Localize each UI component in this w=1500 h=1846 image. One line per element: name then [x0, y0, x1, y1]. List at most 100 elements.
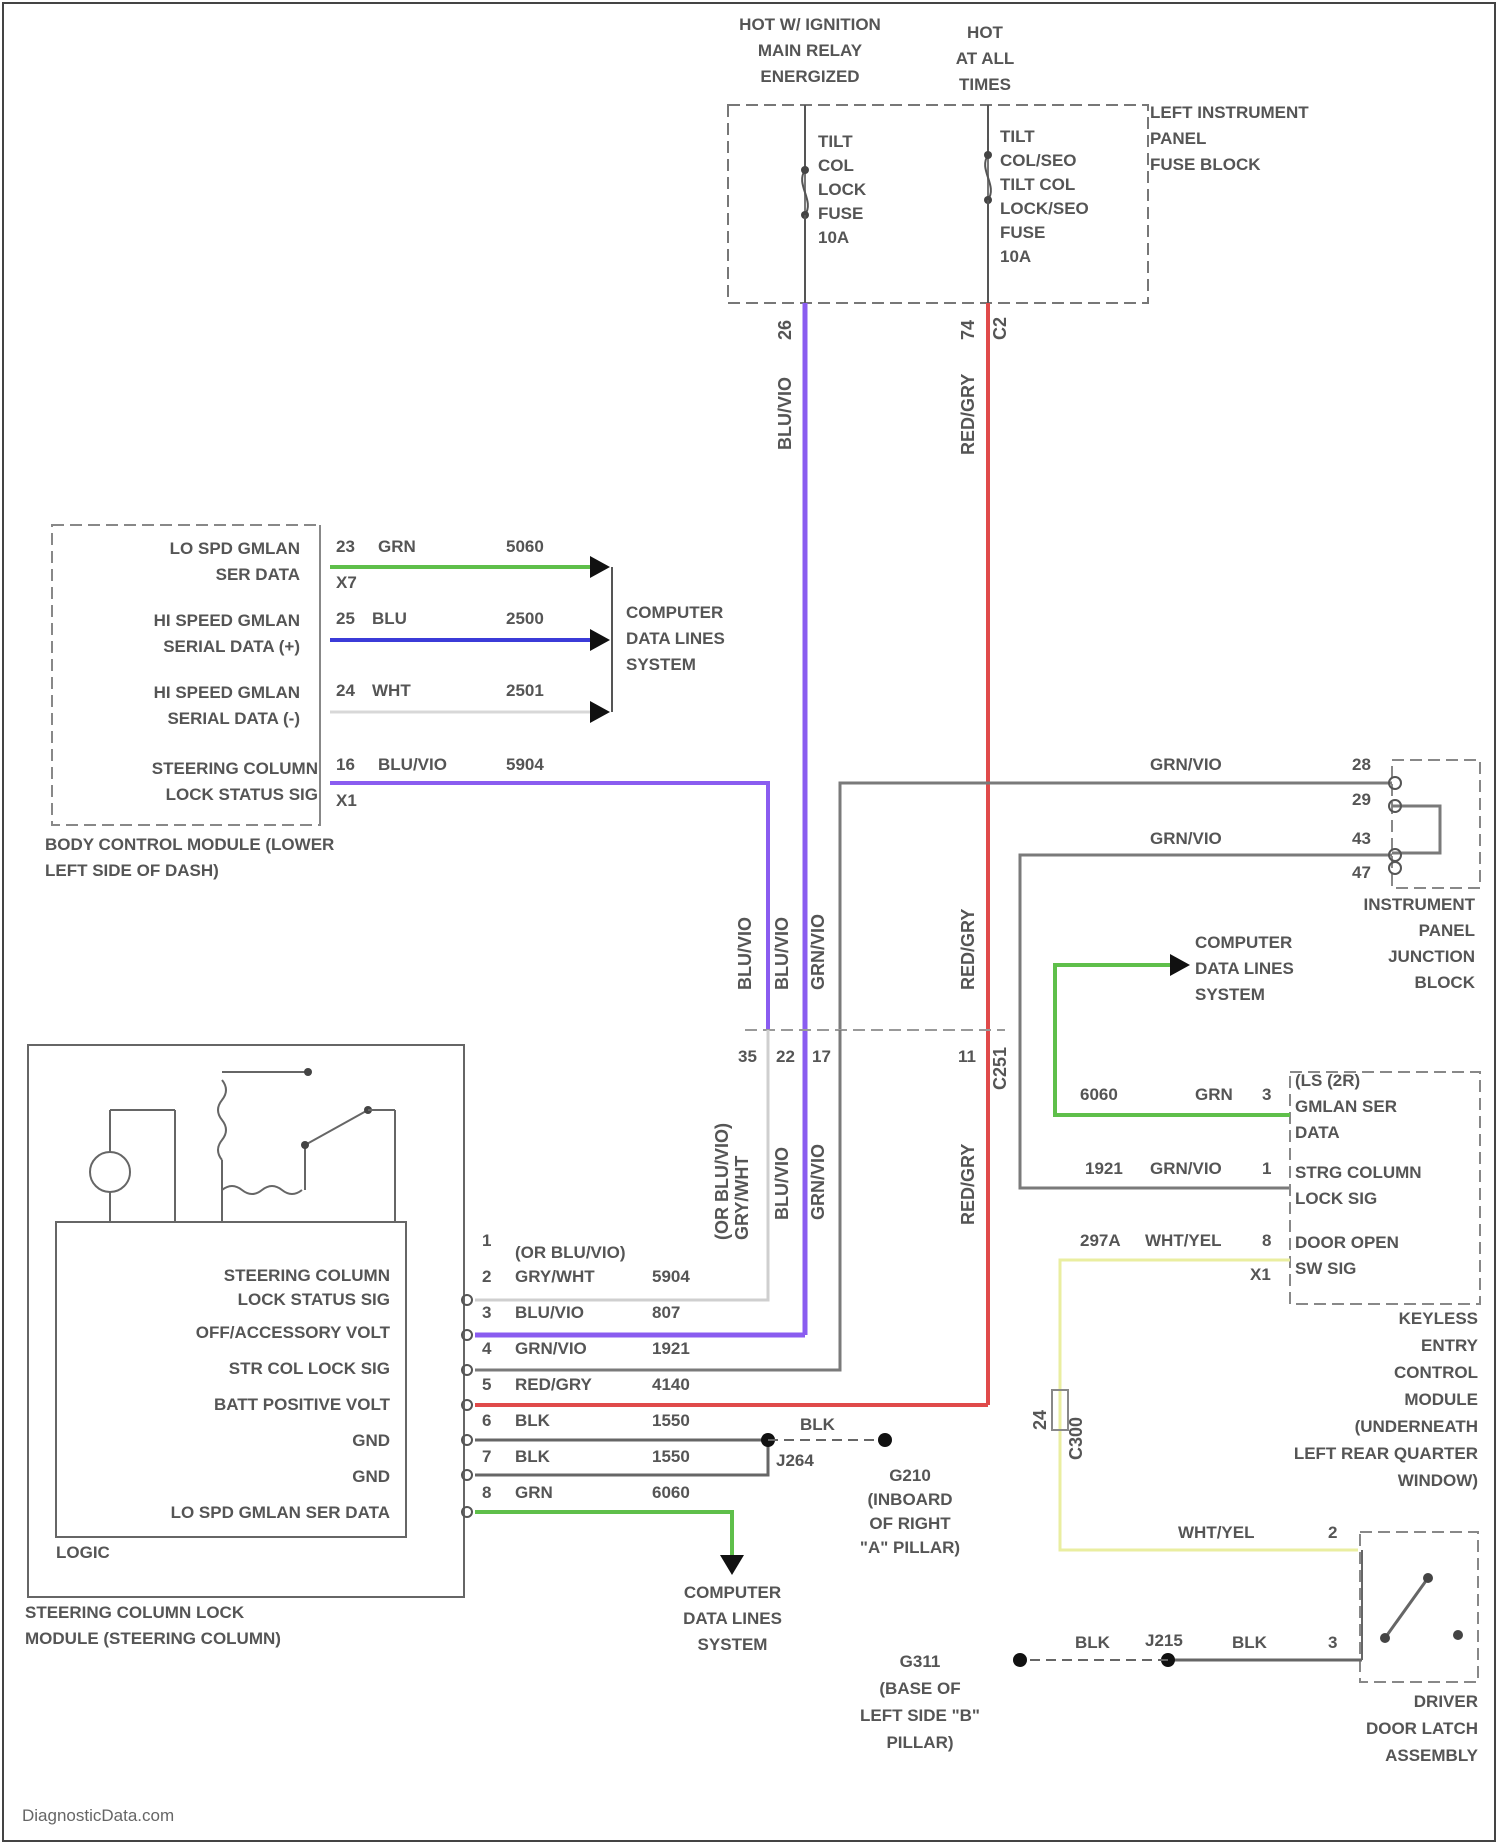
sclm-circuit-4: 4140 [652, 1372, 690, 1398]
door-ground-label: G311 (BASE OF LEFT SIDE "B" PILLAR) [835, 1648, 1005, 1756]
sclm-wire-color-5: RED/GRY [515, 1372, 592, 1398]
splice-pin-11: 11 [958, 1044, 976, 1070]
splice-wire2: BLU/VIO [772, 917, 793, 990]
sclm-wire-color-2: GRY/WHT [515, 1264, 595, 1290]
fuse-pin-74: 74 [958, 320, 979, 340]
sclm-splice-label: J264 [776, 1448, 814, 1474]
bcm-w1-circuit: 5060 [506, 534, 544, 560]
door-splice-label: J215 [1145, 1628, 1183, 1654]
sclm-sig-1: STEERING COLUMN LOCK STATUS SIG [100, 1264, 390, 1312]
splice-pin-22: 22 [776, 1044, 795, 1070]
bcm-dest-label: COMPUTER DATA LINES SYSTEM [626, 600, 725, 678]
fuse-2-label: TILT COL/SEO TILT COL LOCK/SEO FUSE 10A [1000, 125, 1089, 269]
door-pin-2: 2 [1328, 1520, 1337, 1546]
kecm-pin-3: 3 [1262, 1082, 1271, 1108]
sclm-wire-color-4: GRN/VIO [515, 1336, 587, 1362]
kecm-pin-8: 8 [1262, 1228, 1271, 1254]
door-pin-3: 3 [1328, 1630, 1337, 1656]
splice-lower3: GRN/VIO [808, 1144, 829, 1220]
kecm-sig2: STRG COLUMN LOCK SIG [1295, 1160, 1422, 1212]
sclm-dest-label: COMPUTER DATA LINES SYSTEM [650, 1580, 815, 1658]
kecm-name: KEYLESS ENTRY CONTROL MODULE (UNDERNEATH… [1220, 1305, 1478, 1494]
door-gnd-color1: BLK [1075, 1630, 1110, 1656]
bcm-sig4: STEERING COLUMN LOCK STATUS SIG [60, 756, 318, 808]
door-wire-label: WHT/YEL [1178, 1520, 1255, 1546]
fuse-pin-26: 26 [775, 320, 796, 340]
splice-wire1: BLU/VIO [735, 917, 756, 990]
bcm-w3-circuit: 2501 [506, 678, 544, 704]
bcm-w4-color: BLU/VIO [378, 752, 447, 778]
sclm-circuit-3: 1921 [652, 1336, 690, 1362]
sclm-pin-6: 6 [482, 1408, 491, 1434]
fuse-2-symbol [984, 105, 992, 303]
sclm-sig-6: GND [100, 1464, 390, 1490]
kecm-w1-color: GRN [1195, 1082, 1233, 1108]
sclm-pin-1: 1 [482, 1228, 491, 1254]
motor-icon [90, 1152, 130, 1192]
bcm-w4-circuit: 5904 [506, 752, 544, 778]
sclm-pin-7: 7 [482, 1444, 491, 1470]
sclm-wire-color-1: (OR BLU/VIO) [515, 1240, 626, 1266]
wire-label-redgry-top: RED/GRY [958, 374, 979, 455]
bcm-sig3: HI SPEED GMLAN SERIAL DATA (-) [60, 680, 300, 732]
sclm-circuit-1: 5904 [652, 1264, 690, 1290]
kecm-splice-conn: C300 [1066, 1417, 1087, 1460]
kecm-w2-circuit: 1921 [1085, 1156, 1123, 1182]
ipjb-pin-47: 47 [1352, 860, 1371, 886]
kecm-splice-pin: 24 [1030, 1410, 1051, 1430]
kecm-w3-color: WHT/YEL [1145, 1228, 1222, 1254]
bcm-w2-circuit: 2500 [506, 606, 544, 632]
splice-lower2: BLU/VIO [772, 1147, 793, 1220]
sclm-sig-4: BATT POSITIVE VOLT [100, 1392, 390, 1418]
sclm-sig-7: LO SPD GMLAN SER DATA [80, 1500, 390, 1526]
kecm-w3-circuit: 297A [1080, 1228, 1121, 1254]
bcm-pin-23: 23 [336, 534, 355, 560]
sclm-wire-color-6: BLK [515, 1408, 550, 1434]
sclm-wire-color-7: BLK [515, 1444, 550, 1470]
sclm-circuit-7: 6060 [652, 1480, 690, 1506]
sclm-pin-3: 3 [482, 1300, 491, 1326]
sclm-pin-2: 2 [482, 1264, 491, 1290]
sclm-circuit-6: 1550 [652, 1444, 690, 1470]
sclm-circuit-2: 807 [652, 1300, 680, 1326]
bcm-w1-color: GRN [378, 534, 416, 560]
sclm-ground-label: G210 (INBOARD OF RIGHT "A" PILLAR) [840, 1464, 980, 1560]
kecm-pin-1: 1 [1262, 1156, 1271, 1182]
ipjb-pin-29: 29 [1352, 787, 1371, 813]
sclm-wire-color-3: BLU/VIO [515, 1300, 584, 1326]
kecm-sig3: DOOR OPEN SW SIG [1295, 1230, 1399, 1282]
splice-pin-35: 35 [738, 1044, 757, 1070]
bcm-w2-color: BLU [372, 606, 407, 632]
sclm-circuit-5: 1550 [652, 1408, 690, 1434]
ipjb-name: INSTRUMENT PANEL JUNCTION BLOCK [1270, 892, 1475, 996]
sclm-gnd-wire-label: BLK [800, 1412, 835, 1438]
bcm-pin-x7: X7 [336, 570, 357, 596]
sclm-pin-5: 5 [482, 1372, 491, 1398]
ipjb-pin-28: 28 [1352, 752, 1371, 778]
sclm-sig-3: STR COL LOCK SIG [100, 1356, 390, 1382]
kecm-w1-circuit: 6060 [1080, 1082, 1118, 1108]
hot-ignition-label: HOT W/ IGNITION MAIN RELAY ENERGIZED [690, 12, 930, 90]
sclm-sig-2: OFF/ACCESSORY VOLT [100, 1320, 390, 1346]
kecm-sig1: (LS (2R) GMLAN SER DATA [1295, 1068, 1397, 1146]
bcm-pin-16: 16 [336, 752, 355, 778]
splice-lower1: (OR BLU/VIO) GRY/WHT [712, 1123, 752, 1240]
door-latch-name: DRIVER DOOR LATCH ASSEMBLY [1300, 1688, 1478, 1769]
bcm-pin-24: 24 [336, 678, 355, 704]
bcm-pin-25: 25 [336, 606, 355, 632]
kecm-pin-x1: X1 [1250, 1262, 1271, 1288]
splice-wire4: RED/GRY [958, 909, 979, 990]
kecm-w2-color: GRN/VIO [1150, 1156, 1222, 1182]
fuse-pin-c2: C2 [990, 317, 1011, 340]
ipjb-pin-43: 43 [1352, 826, 1371, 852]
kecm-dest-label: COMPUTER DATA LINES SYSTEM [1195, 930, 1294, 1008]
wire-label-bluvio-top: BLU/VIO [775, 377, 796, 450]
sclm-pin-8: 8 [482, 1480, 491, 1506]
bcm-name: BODY CONTROL MODULE (LOWER LEFT SIDE OF … [45, 832, 334, 884]
ipjb-wire-b: GRN/VIO [1150, 826, 1222, 852]
sclm-pin-4: 4 [482, 1336, 491, 1362]
fuse-1-label: TILT COL LOCK FUSE 10A [818, 130, 866, 250]
door-latch-box [1360, 1532, 1478, 1682]
ipjb-box [1392, 760, 1480, 888]
fuse-block-name: LEFT INSTRUMENT PANEL FUSE BLOCK [1150, 100, 1309, 178]
